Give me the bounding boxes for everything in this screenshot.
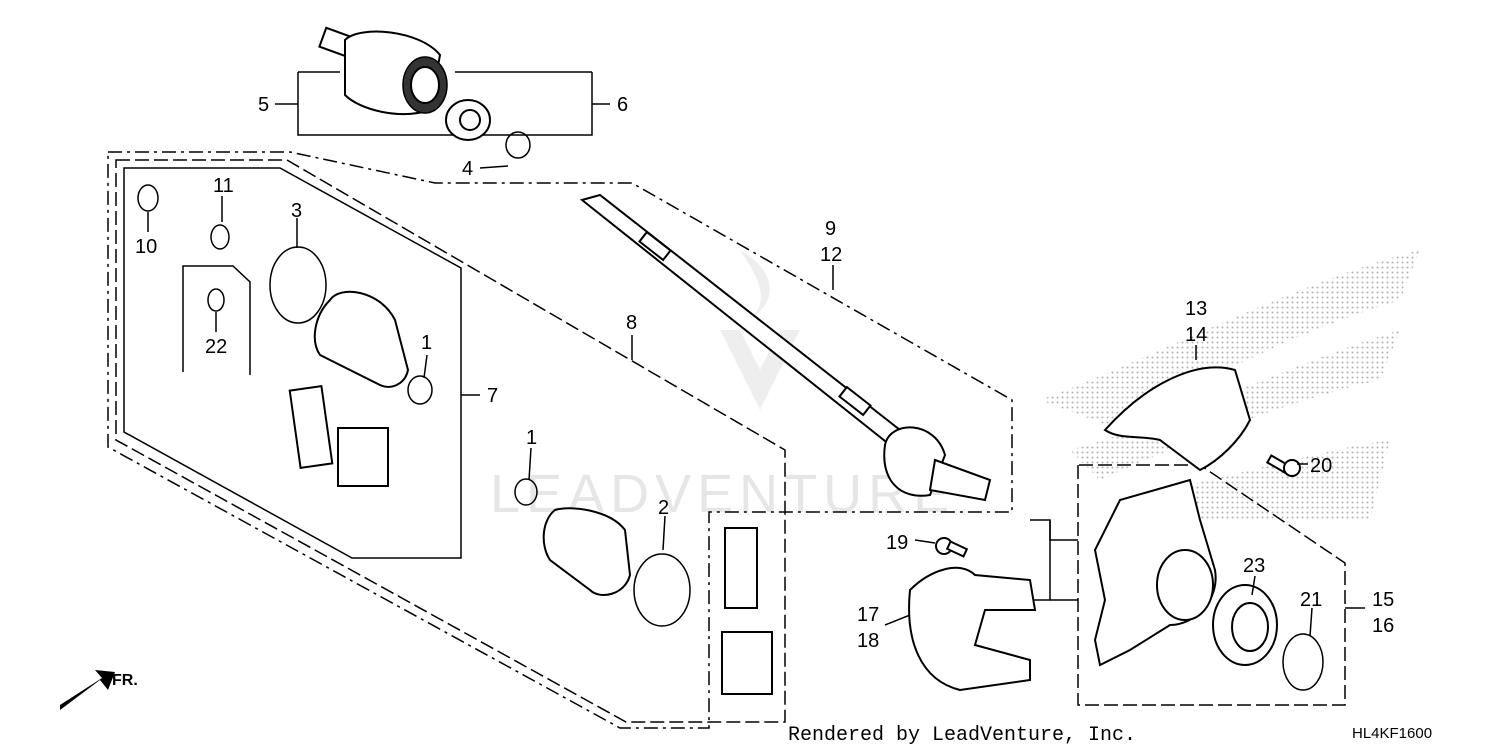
boot-band-1-upper[interactable] xyxy=(407,375,433,405)
kit-outline-inner xyxy=(115,159,786,723)
seal-sheet-lower xyxy=(721,631,773,695)
kit-box-15-16 xyxy=(1077,464,1346,706)
knuckle-guard[interactable] xyxy=(1103,366,1252,472)
cv-boot-lower[interactable] xyxy=(542,507,632,596)
callout-5[interactable]: 5 xyxy=(258,94,269,116)
drive-shaft[interactable] xyxy=(579,193,992,502)
render-credit: Rendered by LeadVenture, Inc. xyxy=(788,724,1136,747)
kit-outline-outer xyxy=(107,151,1013,729)
grease-packet-upper xyxy=(288,385,334,469)
callout-19[interactable]: 19 xyxy=(886,532,908,554)
callout-17[interactable]: 17 xyxy=(857,604,879,626)
callout-9[interactable]: 9 xyxy=(825,218,836,240)
snap-ring-4[interactable] xyxy=(505,131,531,159)
snap-ring-11[interactable] xyxy=(210,224,230,250)
circlip-21[interactable] xyxy=(1282,633,1324,691)
callout-21[interactable]: 21 xyxy=(1300,589,1322,611)
leader-lines xyxy=(147,165,1313,637)
wheel-bearing-23[interactable] xyxy=(1212,584,1278,666)
callout-23[interactable]: 23 xyxy=(1243,555,1265,577)
front-direction-arrow: FR. xyxy=(60,670,138,710)
callout-13[interactable]: 13 xyxy=(1185,298,1207,320)
inner-cv-joint[interactable] xyxy=(318,26,448,116)
bearing-cage[interactable] xyxy=(445,99,491,141)
callout-10[interactable]: 10 xyxy=(135,236,157,258)
callout-4[interactable]: 4 xyxy=(462,158,473,180)
front-direction-label: FR. xyxy=(112,672,138,689)
callout-6[interactable]: 6 xyxy=(617,94,628,116)
bolt-20[interactable] xyxy=(1265,454,1301,477)
callout-11[interactable]: 11 xyxy=(213,175,234,197)
bolt-19[interactable] xyxy=(935,537,969,558)
callout-3[interactable]: 3 xyxy=(291,200,302,222)
callout-1-upper[interactable]: 1 xyxy=(421,332,432,354)
callout-22[interactable]: 22 xyxy=(205,336,227,358)
bracket-5-6 xyxy=(275,71,610,136)
callout-20[interactable]: 20 xyxy=(1310,455,1332,477)
callout-14[interactable]: 14 xyxy=(1185,324,1207,346)
callout-12[interactable]: 12 xyxy=(820,244,842,266)
kit-box-7 xyxy=(123,167,462,559)
callout-15[interactable]: 15 xyxy=(1372,589,1394,611)
callout-18[interactable]: 18 xyxy=(857,630,879,652)
callout-7[interactable]: 7 xyxy=(487,385,498,407)
cv-boot-upper[interactable] xyxy=(313,290,410,388)
callout-2[interactable]: 2 xyxy=(658,497,669,519)
boot-band-2[interactable] xyxy=(633,553,691,627)
arm-guard[interactable] xyxy=(908,566,1037,692)
seal-sheet-upper xyxy=(337,427,389,487)
callout-1-lower[interactable]: 1 xyxy=(526,427,537,449)
snap-ring-22[interactable] xyxy=(207,288,225,312)
grease-packet-lower xyxy=(724,527,758,609)
circlip-10[interactable] xyxy=(137,184,159,212)
callout-8[interactable]: 8 xyxy=(626,312,637,334)
callout-16[interactable]: 16 xyxy=(1372,615,1394,637)
boot-band-1-lower[interactable] xyxy=(514,478,538,506)
kit-box-22 xyxy=(182,265,251,375)
boot-band-3[interactable] xyxy=(269,246,327,324)
diagram-code: HL4KF1600 xyxy=(1352,725,1432,742)
